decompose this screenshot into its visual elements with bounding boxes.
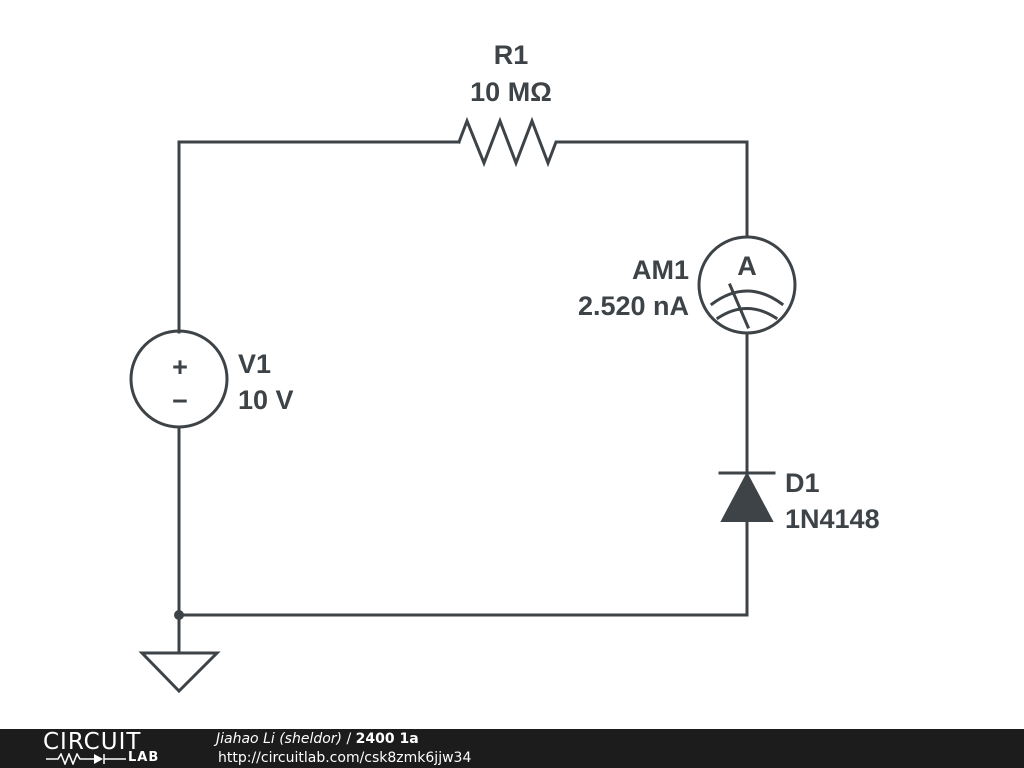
ammeter-am1[interactable]: A AM1 2.520 nA bbox=[578, 235, 797, 335]
diode-icon bbox=[718, 471, 776, 522]
source-plus-sign: + bbox=[172, 352, 188, 382]
diode-ref-label: D1 bbox=[785, 468, 820, 498]
wires bbox=[177, 140, 749, 654]
junction-dot bbox=[174, 610, 184, 620]
source-value-label: 10 V bbox=[238, 385, 294, 415]
author-link[interactable]: Jiahao Li (sheldor) bbox=[216, 731, 343, 747]
resistor-value-label: 10 MΩ bbox=[470, 77, 552, 107]
footer-credit: Jiahao Li (sheldor) / 2400 1a bbox=[216, 731, 419, 747]
ammeter-icon: A bbox=[697, 235, 797, 335]
voltage-source-v1[interactable]: + − V1 10 V bbox=[129, 329, 294, 429]
resistor-r1[interactable]: R1 10 MΩ bbox=[457, 40, 565, 168]
circuit-title[interactable]: 2400 1a bbox=[355, 731, 419, 747]
ammeter-reading-label: 2.520 nA bbox=[578, 291, 689, 321]
source-ref-label: V1 bbox=[238, 349, 271, 379]
logo-wordmark-bottom: LAB bbox=[128, 750, 160, 765]
circuit-url-link[interactable]: http://circuitlab.com/csk8zmk6jjw34 bbox=[218, 750, 472, 766]
logo-wordmark-top: CIRCUIT bbox=[43, 729, 142, 755]
diode-part-label: 1N4148 bbox=[785, 504, 880, 534]
diode-d1[interactable]: D1 1N4148 bbox=[718, 468, 880, 534]
source-minus-sign: − bbox=[172, 386, 188, 416]
ground-icon bbox=[138, 651, 221, 694]
resistor-ref-label: R1 bbox=[494, 40, 529, 70]
credit-separator: / bbox=[342, 731, 356, 747]
ammeter-ref-label: AM1 bbox=[632, 255, 689, 285]
voltage-source-icon: + − bbox=[129, 329, 229, 429]
ammeter-symbol: A bbox=[737, 251, 757, 281]
footer-bar: CIRCUIT LAB Jiahao Li (sheldor) / 2400 1… bbox=[0, 729, 1024, 768]
resistor-icon bbox=[457, 116, 565, 168]
wire-top-right bbox=[561, 140, 749, 239]
wire-diode-bottom bbox=[177, 519, 749, 617]
wire-top-left bbox=[177, 140, 461, 334]
resistor-diode-logo-icon bbox=[46, 753, 126, 765]
